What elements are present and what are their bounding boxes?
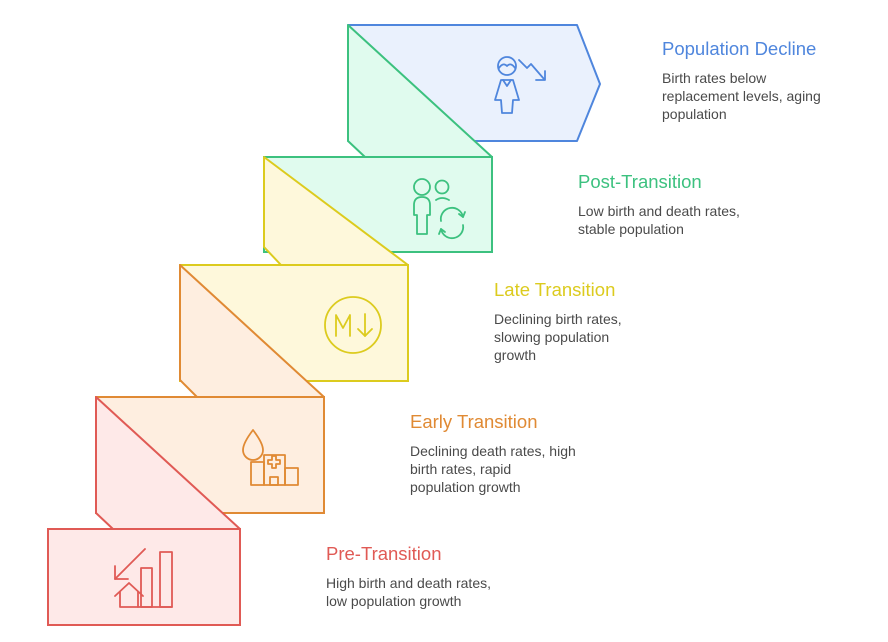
step-pre-transition xyxy=(47,396,241,626)
house-bars-icon xyxy=(114,548,173,608)
fold-flap xyxy=(179,264,325,398)
step-early-transition xyxy=(95,264,325,514)
step-panel xyxy=(47,528,241,626)
stage-description: Declining death rates, high birth rates,… xyxy=(410,442,630,496)
label-post-transition: Post-Transition Low birth and death rate… xyxy=(578,171,798,238)
desc-line: population xyxy=(662,106,727,122)
desc-line: Birth rates below xyxy=(662,70,767,86)
stage-title: Population Decline xyxy=(662,38,817,59)
label-early-transition: Early Transition Declining death rates, … xyxy=(410,411,630,496)
label-pre-transition: Pre-Transition High birth and death rate… xyxy=(326,543,546,610)
fold-flap xyxy=(347,24,493,158)
stage-description: Birth rates below replacement levels, ag… xyxy=(662,69,862,123)
desc-line: Low birth and death rates, xyxy=(578,203,740,219)
people-cycle-icon xyxy=(413,178,466,240)
desc-line: High birth and death rates, xyxy=(326,575,491,591)
fold-flap xyxy=(95,396,241,530)
stage-title: Late Transition xyxy=(494,279,616,300)
fold-flap xyxy=(263,156,409,266)
stage-description: Declining birth rates, slowing populatio… xyxy=(494,310,694,364)
desc-line: low population growth xyxy=(326,593,462,609)
desc-line: Declining death rates, high xyxy=(410,443,576,459)
stage-description: Low birth and death rates, stable popula… xyxy=(578,202,798,238)
desc-line: birth rates, rapid xyxy=(410,461,512,477)
label-population-decline: Population Decline Birth rates below rep… xyxy=(662,38,862,123)
label-late-transition: Late Transition Declining birth rates, s… xyxy=(494,279,694,364)
stage-title: Pre-Transition xyxy=(326,543,442,564)
desc-line: Declining birth rates, xyxy=(494,311,622,327)
desc-line: growth xyxy=(494,347,537,363)
desc-line: stable population xyxy=(578,221,684,237)
stage-title: Early Transition xyxy=(410,411,538,432)
stage-title: Post-Transition xyxy=(578,171,702,192)
desc-line: slowing population xyxy=(494,329,610,345)
markdown-down-icon xyxy=(324,296,382,354)
person-declining-trend-icon xyxy=(494,56,546,114)
desc-line: population growth xyxy=(410,479,521,495)
drop-hospital-icon xyxy=(242,429,299,486)
stage-description: High birth and death rates, low populati… xyxy=(326,574,546,610)
desc-line: replacement levels, aging xyxy=(662,88,821,104)
